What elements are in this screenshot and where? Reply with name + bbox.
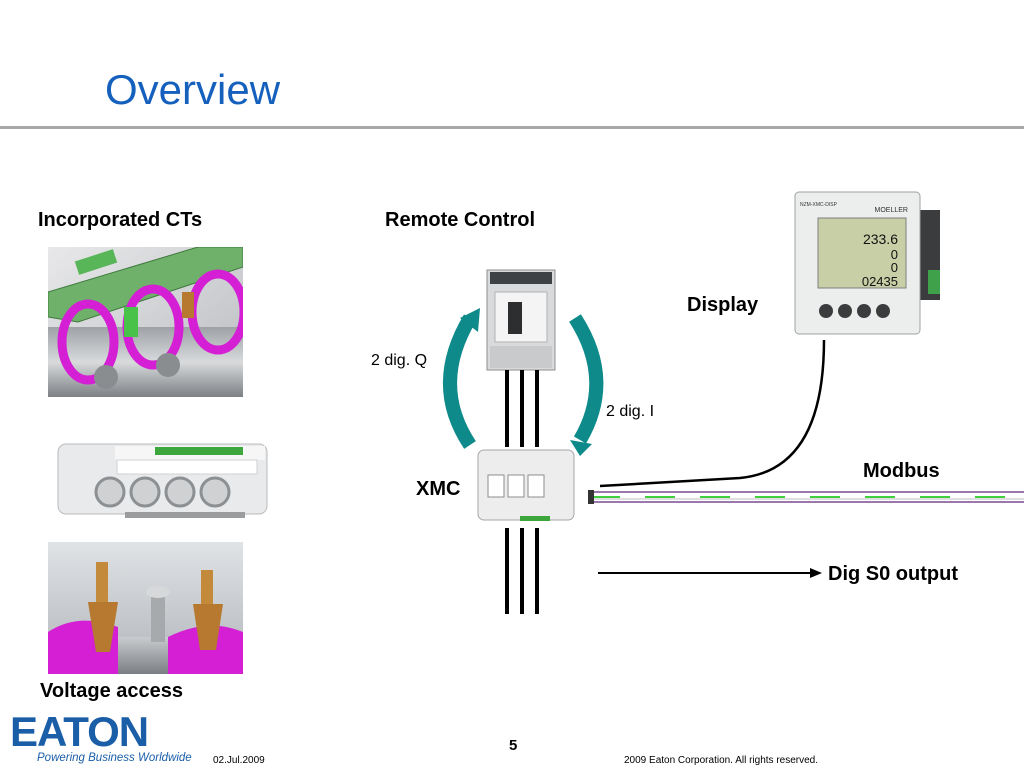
- dig-i-label: 2 dig. I: [606, 403, 655, 420]
- ct-render-image: [48, 247, 243, 397]
- display-label: Display: [687, 294, 759, 316]
- dig-s0-output-label: Dig S0 output: [828, 563, 958, 585]
- voltage-access-image: [48, 542, 243, 674]
- arrow-down-i-icon: [569, 314, 604, 444]
- footer-date: 02.Jul.2009: [213, 755, 265, 766]
- logo-tagline: Powering Business Worldwide: [37, 752, 192, 764]
- title-divider: [0, 126, 1024, 129]
- circuit-breaker-icon: [486, 269, 556, 371]
- display-device-icon: 233.6 0 0 02435 MOELLER NZM-XMC-DISP: [794, 191, 940, 335]
- eaton-logo-icon: EATON: [10, 708, 149, 755]
- arrow-right-icon: [810, 568, 822, 578]
- modbus-label: Modbus: [863, 460, 940, 482]
- footer-copyright: 2009 Eaton Corporation. All rights reser…: [624, 755, 818, 766]
- svg-text:NZM-XMC-DISP: NZM-XMC-DISP: [800, 202, 838, 208]
- svg-text:233.6: 233.6: [863, 231, 898, 247]
- dig-q-label: 2 dig. Q: [371, 352, 428, 369]
- remote-control-label: Remote Control: [385, 209, 535, 231]
- xmc-module-image: [55, 440, 270, 520]
- modbus-cable-icon: [588, 490, 1024, 504]
- arrow-up-q-icon: [443, 314, 477, 449]
- incorporated-cts-label: Incorporated CTs: [38, 209, 203, 231]
- svg-text:02435: 02435: [862, 274, 898, 289]
- page-title: Overview: [105, 66, 281, 113]
- page-number: 5: [509, 737, 518, 754]
- xmc-label: XMC: [416, 478, 461, 500]
- svg-text:0: 0: [891, 260, 898, 275]
- xmc-device-icon: [477, 449, 575, 521]
- svg-text:0: 0: [891, 247, 898, 262]
- voltage-access-label: Voltage access: [40, 680, 184, 702]
- svg-text:MOELLER: MOELLER: [875, 207, 908, 214]
